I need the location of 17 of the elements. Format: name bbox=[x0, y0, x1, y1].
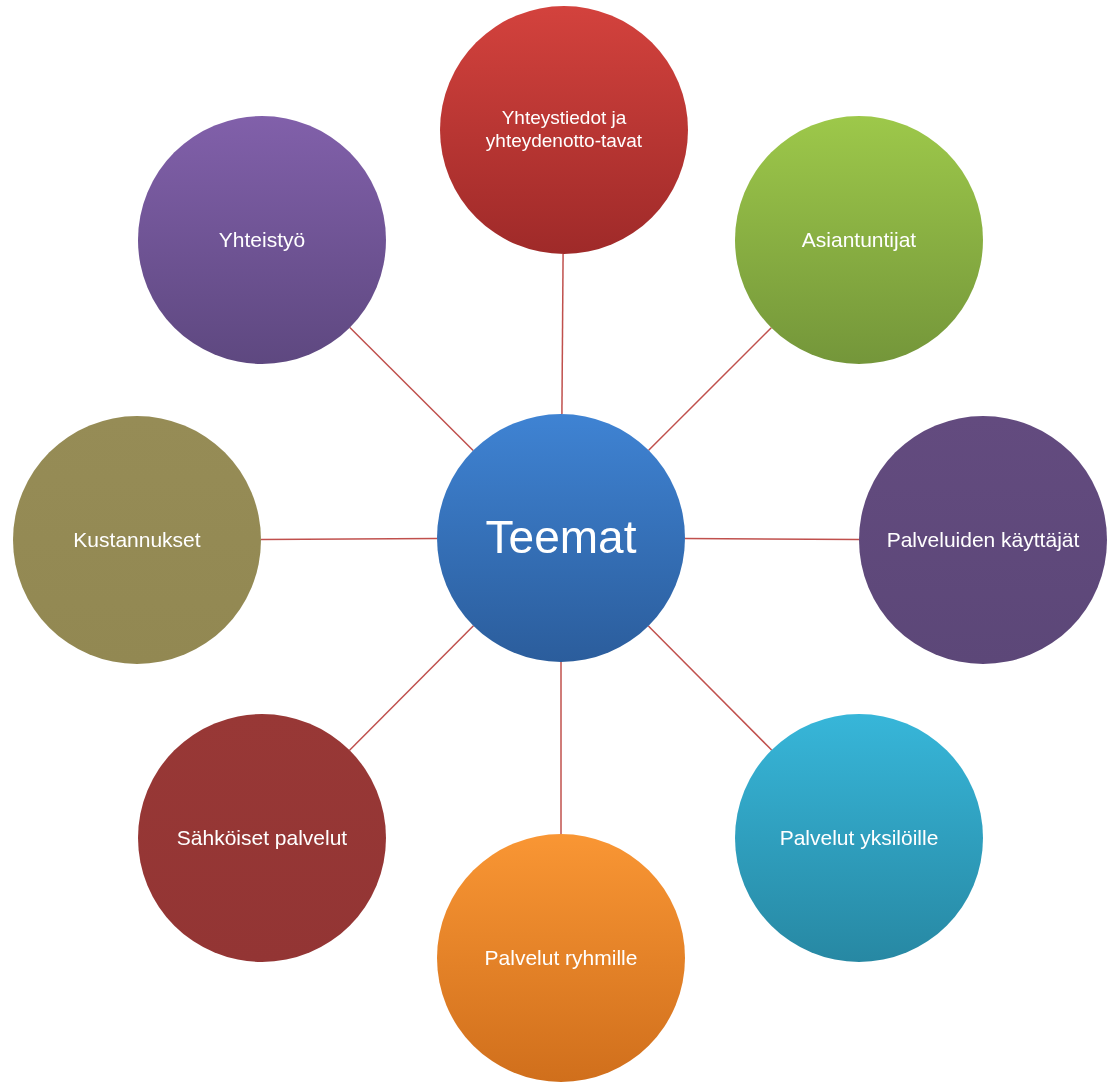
topic-label: Kustannukset bbox=[73, 527, 201, 553]
topic-label: Teemat bbox=[485, 510, 637, 566]
topic-label: Asiantuntijat bbox=[801, 227, 917, 253]
topic-label: Yhteistyö bbox=[218, 227, 306, 253]
connector-line bbox=[647, 326, 773, 452]
connector-line bbox=[260, 537, 438, 541]
connector-line bbox=[348, 625, 475, 751]
topic-label: Palvelut yksilöille bbox=[779, 825, 939, 851]
topic-label: Sähköiset palvelut bbox=[176, 825, 348, 851]
topic-label: Palveluiden käyttäjät bbox=[886, 527, 1080, 553]
connector-line bbox=[561, 253, 564, 415]
connector-line bbox=[684, 537, 860, 541]
connector-line bbox=[349, 326, 474, 452]
connector-line bbox=[560, 661, 562, 835]
connector-line bbox=[647, 625, 773, 751]
topic-label: Palvelut ryhmille bbox=[484, 945, 638, 971]
topic-label: Yhteystiedot ja yhteydenotto-tavat bbox=[484, 107, 644, 153]
